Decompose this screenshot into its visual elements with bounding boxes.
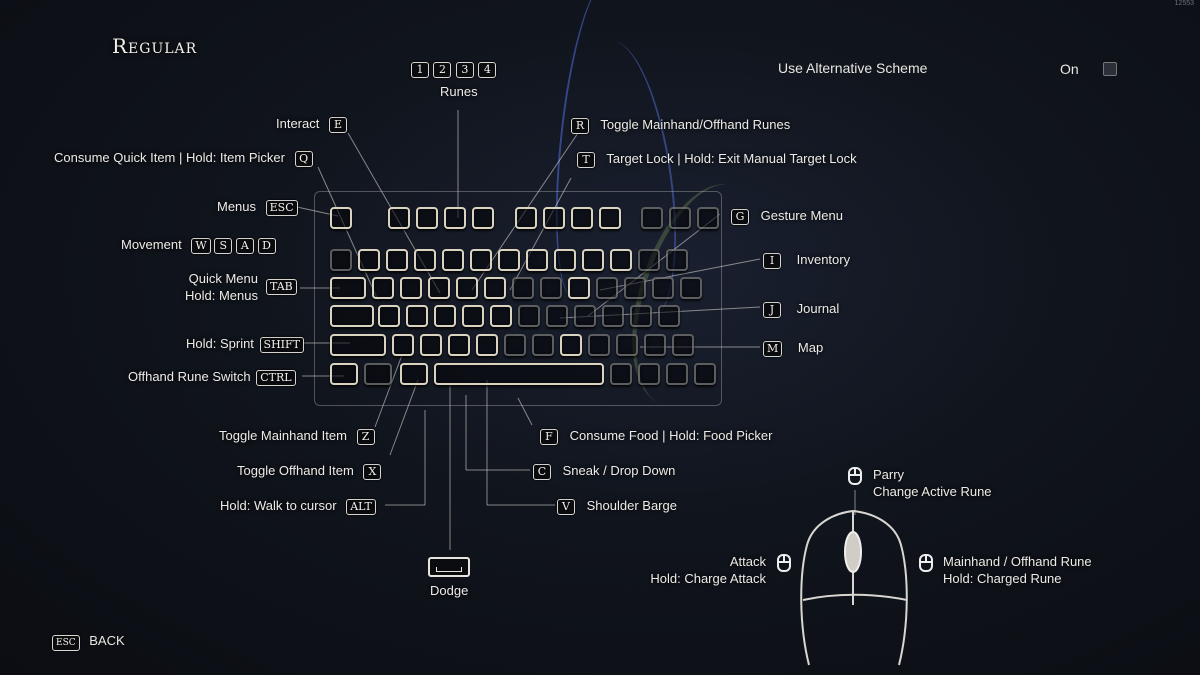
binding-sneak: C Sneak / Drop Down [533,462,675,480]
binding-menus: Menus ESC [217,198,298,216]
key-esc: ESC [265,200,298,216]
key-t: T [577,152,595,168]
key-i: I [763,253,781,269]
page-title: Regular [112,34,198,58]
key-2: 2 [433,62,452,78]
key-esc-back: ESC [52,635,80,651]
key-z: Z [356,429,375,445]
binding-interact: Interact E [276,115,347,133]
alternative-scheme-label: Use Alternative Scheme [778,60,928,76]
key-3: 3 [455,62,474,78]
key-j: J [763,302,781,318]
mouse-middle-button-icon [848,466,862,485]
mouse-middle-label: Parry Change Active Rune [873,467,992,499]
build-number: 12553 [1174,0,1194,7]
key-1: 1 [411,62,429,78]
key-r: R [571,118,589,134]
spacebar-icon [428,557,470,577]
key-w: W [191,238,211,254]
alternative-scheme-value: On [1060,61,1079,77]
binding-offhand-rune-switch: Offhand Rune Switch CTRL [128,368,296,386]
binding-walk-to-cursor: Hold: Walk to cursor ALT [220,497,376,515]
mouse-middle-binding [848,466,862,485]
key-tab: TAB [266,279,297,295]
mouse-right-label: Mainhand / Offhand Rune Hold: Charged Ru… [943,554,1092,586]
key-x: X [363,464,382,480]
binding-inventory: I Inventory [763,251,850,269]
back-button[interactable]: ESC BACK [52,633,125,651]
binding-sprint: Hold: Sprint SHIFT [186,335,304,353]
binding-consume-food: F Consume Food | Hold: Food Picker [540,427,772,445]
key-e: E [328,117,347,133]
mouse-left-label: Attack Hold: Charge Attack [650,554,766,586]
key-d: D [257,238,276,254]
binding-map: M Map [763,339,823,357]
binding-toggle-offhand: Toggle Offhand Item X [237,462,382,480]
alternative-scheme-checkbox[interactable] [1103,62,1117,76]
key-ctrl: CTRL [256,370,296,386]
binding-toggle-mainhand: Toggle Mainhand Item Z [219,427,375,445]
key-alt: ALT [346,499,376,515]
key-s: S [214,238,233,254]
mouse-right-binding [919,553,933,572]
binding-quick-item: Consume Quick Item | Hold: Item Picker Q [54,149,313,167]
binding-shoulder-barge: V Shoulder Barge [557,497,677,515]
mouse-left-binding [777,553,791,572]
key-v: V [557,499,575,515]
binding-toggle-runes: R Toggle Mainhand/Offhand Runes [571,116,790,134]
mouse-right-button-icon [919,553,933,572]
runes-keys: 1 2 3 4 [411,60,497,78]
dodge-label: Dodge [430,583,469,598]
key-c: C [533,464,551,480]
mouse-illustration [800,509,908,666]
key-shift: SHIFT [259,337,304,353]
key-f: F [540,429,558,445]
binding-gesture-menu: G Gesture Menu [731,207,843,225]
key-4: 4 [478,62,497,78]
key-a: A [235,238,254,254]
keyboard-illustration [314,191,722,406]
binding-journal: J Journal [763,300,839,318]
key-m: M [763,341,783,357]
binding-quick-menu: Quick Menu Hold: Menus [185,271,258,303]
key-g: G [731,209,749,225]
runes-label: Runes [440,84,478,99]
mouse-left-button-icon [777,553,791,572]
binding-target-lock: T Target Lock | Hold: Exit Manual Target… [577,150,857,168]
binding-movement: Movement W S A D [121,236,276,254]
key-q: Q [294,151,313,167]
